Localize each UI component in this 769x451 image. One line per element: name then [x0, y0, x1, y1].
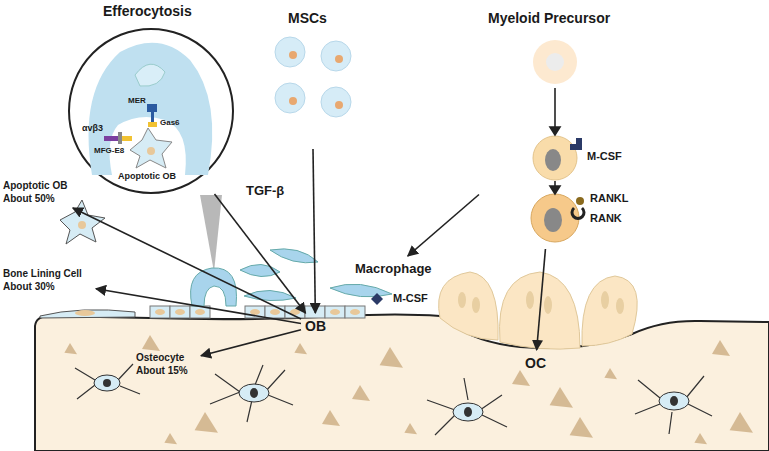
bone-spot — [322, 410, 340, 426]
edge-label: TGF-β — [244, 183, 286, 198]
bone-spot — [694, 433, 707, 444]
cell-label: OC — [525, 355, 546, 371]
arrow-connector — [201, 330, 301, 356]
cell-node: OC — [522, 353, 549, 373]
arrow-connector — [537, 249, 546, 350]
cell-node: Efferocytosis — [69, 29, 233, 193]
apoptotic-ob-cell — [60, 200, 105, 244]
csf1r-receptor — [570, 138, 582, 150]
bone-spot — [195, 412, 218, 433]
phagocyte-cup — [89, 43, 213, 175]
cell-label: Efferocytosis — [103, 3, 192, 19]
cell-node: MSCs — [264, 8, 360, 148]
bone-spot — [512, 370, 530, 386]
bone-lining-cell — [40, 310, 135, 318]
bone-spot — [712, 340, 730, 356]
molecule-label: M-CSF — [393, 292, 428, 304]
bone-texture — [64, 335, 753, 444]
molecule-label: MER — [128, 96, 146, 105]
bone-spot — [294, 343, 307, 354]
mcsf-stage-cell — [533, 136, 577, 180]
bone-spot — [404, 423, 417, 434]
fate-label: Bone Lining Cell About 30% — [3, 268, 93, 293]
cell-node: Osteocyte About 15% — [136, 352, 198, 377]
arrow-connector — [96, 289, 301, 324]
arrow-connector — [215, 194, 306, 313]
bone-spot — [164, 433, 177, 444]
bone-spot — [380, 347, 403, 368]
cell-node: Macrophage — [352, 259, 435, 278]
molecule-label: MFG-E8 — [94, 146, 124, 155]
bone-spot — [352, 385, 370, 401]
bone-spot — [730, 412, 753, 433]
efferocytic-macrophage — [191, 268, 237, 306]
molecule-label: RANKL — [590, 192, 629, 204]
molecule-label: RANK — [590, 212, 622, 224]
cell-label: MSCs — [288, 10, 327, 26]
arrow-connector — [73, 208, 301, 319]
arrow-connector — [408, 194, 479, 256]
molecule-label: Apoptotic OB — [118, 171, 176, 181]
apoptotic-ob-inset — [130, 128, 172, 168]
cell-label: Macrophage — [355, 261, 432, 276]
cell-label: OB — [305, 318, 326, 334]
rank-stage-cell — [531, 194, 579, 242]
bone-spot — [604, 368, 617, 379]
fate-label: Osteocyte About 15% — [136, 352, 198, 377]
cell-node: OB — [302, 316, 329, 336]
osteocyte-bodies — [94, 375, 689, 421]
bone-spot — [570, 417, 593, 438]
molecule-label: Gas6 — [160, 118, 180, 127]
cell-label: Myeloid Precursor — [488, 10, 610, 26]
efferocytosis-highlight — [200, 195, 222, 272]
efferocytosis-inset — [69, 29, 233, 193]
fate-label: Apoptotic OB About 50% — [3, 180, 79, 205]
molecule-label: αvβ3 — [82, 123, 103, 133]
bone-spot — [142, 335, 160, 351]
bone-spot — [550, 387, 573, 408]
cell-node: Apoptotic OB About 50% — [3, 180, 79, 205]
cell-node: Bone Lining Cell About 30% — [3, 268, 93, 293]
bone-matrix — [35, 315, 769, 451]
molecule-label: M-CSF — [587, 150, 622, 162]
bone-spot — [64, 343, 77, 354]
msc-cells — [275, 37, 351, 117]
precursor-cell — [533, 40, 577, 84]
arrow-connector — [313, 149, 315, 313]
